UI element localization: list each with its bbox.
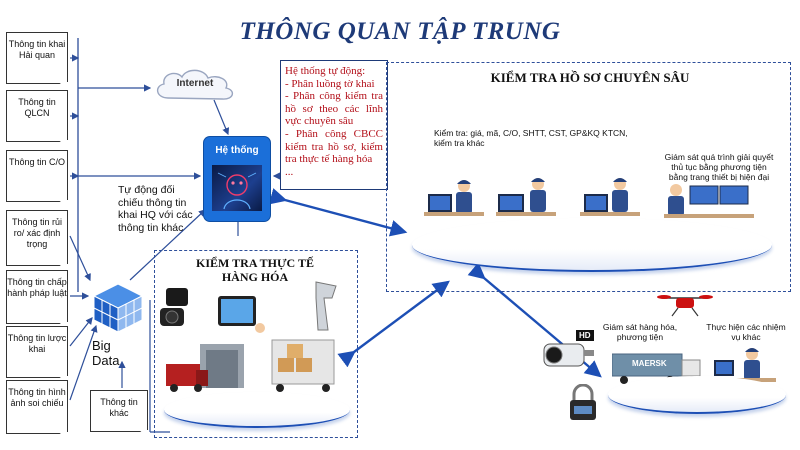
system-box: Hệ thống bbox=[204, 137, 270, 221]
doc-label: Thông tin khai Hải quan bbox=[8, 39, 66, 60]
big-data-label: Big Data bbox=[92, 338, 120, 368]
goods-platform bbox=[608, 376, 786, 414]
hd-camera: HD bbox=[532, 330, 602, 376]
auto-compare-text: Tự động đối chiếu thông tin khai HQ với … bbox=[118, 184, 193, 234]
auto-line: - Phân công CBCC kiểm tra hồ sơ, kiểm tr… bbox=[285, 127, 383, 166]
thucte-title: KIỂM TRA THỰC TẾ HÀNG HÓA bbox=[196, 256, 314, 284]
page-title: THÔNG QUAN TẬP TRUNG bbox=[239, 18, 561, 45]
cloud-icon bbox=[157, 69, 233, 100]
doc-label: Thông tin rủi ro/ xác định trọng bbox=[11, 217, 63, 249]
auto-line: ... bbox=[285, 165, 294, 178]
thucte-panel bbox=[154, 250, 358, 438]
camera-icon bbox=[543, 343, 594, 367]
other-info-doc: Thông tin khác bbox=[90, 390, 148, 438]
tablet-icon bbox=[218, 296, 265, 333]
thucte-platform bbox=[164, 392, 350, 428]
internet-label: Internet bbox=[176, 78, 214, 89]
doc-item: Thông tin lược khai bbox=[6, 326, 68, 384]
hd-badge: HD bbox=[576, 330, 594, 341]
doc-label: Thông tin QLCN bbox=[18, 97, 56, 118]
officer-icon bbox=[424, 180, 484, 216]
hoso-title: KIỂM TRA HỒ SƠ CHUYÊN SÂU bbox=[490, 70, 690, 85]
container-label: MAERSK bbox=[632, 359, 667, 368]
doc-label: Thông tin chấp hành pháp luật bbox=[7, 277, 67, 298]
big-data-cube bbox=[88, 278, 148, 338]
doc-item: Thông tin C/O bbox=[6, 150, 68, 208]
doc-item: Thông tin hình ảnh soi chiếu bbox=[6, 380, 68, 440]
truck-icon bbox=[166, 364, 208, 392]
system-label: Hệ thống bbox=[215, 145, 259, 156]
doc-item: Thông tin chấp hành pháp luật bbox=[6, 270, 68, 330]
doc-label: Thông tin hình ảnh soi chiếu bbox=[8, 387, 66, 408]
thucte-illustration bbox=[160, 281, 337, 392]
padlock-icon bbox=[570, 384, 596, 420]
dashcam-icon bbox=[160, 288, 188, 326]
doc-item: Thông tin QLCN bbox=[6, 90, 68, 148]
internet-cloud: Internet bbox=[150, 64, 240, 104]
doc-label: Thông tin C/O bbox=[8, 157, 66, 167]
hoso-monitor-text: Giám sát quá trình giải quyết thủ tục bằ… bbox=[664, 152, 774, 182]
doc-item: Thông tin khai Hải quan bbox=[6, 32, 68, 90]
monitoring-desk-icon bbox=[664, 184, 754, 218]
goods-tasks-text: Thực hiện các nhiệm vụ khác bbox=[706, 322, 786, 342]
hoso-platform bbox=[412, 218, 772, 272]
auto-line: - Phân công kiểm tra hồ sơ theo các lĩnh… bbox=[285, 90, 383, 128]
scanner-icon bbox=[315, 281, 337, 331]
ai-face-icon bbox=[217, 172, 257, 210]
other-info-label: Thông tin khác bbox=[100, 397, 138, 418]
hoso-panel bbox=[386, 62, 791, 292]
system-screen bbox=[212, 165, 262, 211]
doc-item: Thông tin rủi ro/ xác định trọng bbox=[6, 210, 68, 272]
cargo-container-icon bbox=[271, 339, 335, 392]
officer-icon bbox=[496, 178, 556, 216]
container-truck: MAERSK bbox=[611, 350, 702, 386]
drone-icon bbox=[657, 295, 713, 317]
officers-illustration bbox=[424, 178, 754, 218]
auto-line: Hệ thống tự động: bbox=[285, 65, 366, 77]
officer-desk-icon bbox=[712, 348, 776, 382]
container-truck-icon bbox=[611, 353, 701, 384]
goods-monitor-text: Giám sát hàng hóa, phương tiện bbox=[602, 322, 678, 342]
hoso-check-text: Kiểm tra: giá, mã, C/O, SHTT, CST, GP&KQ… bbox=[434, 128, 628, 148]
cube-icon bbox=[92, 283, 144, 333]
auto-system-box: Hệ thống tự động: - Phân luồng tờ khai -… bbox=[280, 60, 388, 190]
auto-line: - Phân luồng tờ khai bbox=[285, 77, 375, 90]
doc-label: Thông tin lược khai bbox=[7, 333, 67, 354]
officer-icon bbox=[580, 178, 640, 216]
